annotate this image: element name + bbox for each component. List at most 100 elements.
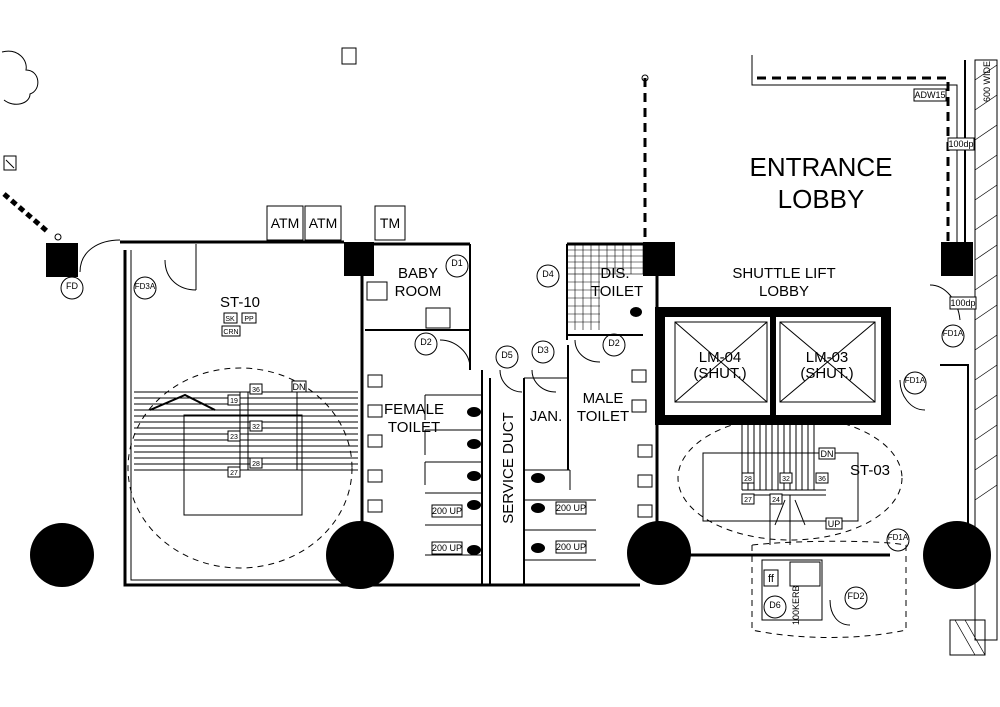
dis-toilet-line2: TOILET [591, 283, 643, 300]
st03-dashed-circle [677, 415, 903, 541]
st03-lower-stair [751, 540, 907, 638]
riser-24: 24 [772, 497, 780, 504]
lift-lm03-note: (SHUT.) [800, 365, 853, 382]
atm-label-2: ATM [309, 215, 338, 231]
door-hinge [641, 74, 649, 82]
riser-27-b: 27 [744, 497, 752, 504]
riser-32-a: 32 [252, 424, 260, 431]
door-tag-d5: D5 [501, 350, 513, 360]
door-tag-d2-right: D2 [608, 338, 620, 348]
st03-door [829, 599, 851, 626]
dp-label-2: 100dp [950, 298, 975, 308]
door-tag-d4: D4 [542, 269, 554, 279]
dp-label-1: 100dp [948, 139, 973, 149]
round-column [30, 523, 94, 587]
baby-room-line2: ROOM [395, 283, 442, 300]
st10-landing [183, 414, 303, 516]
tree-outline [1, 50, 39, 105]
st10-dashed-circle [127, 367, 353, 569]
baby-room-line1: BABY [398, 265, 438, 282]
st03-treads [741, 424, 826, 545]
wall-st10-left [123, 250, 640, 587]
ff-label: ff [768, 573, 775, 585]
male-toilet-line1: MALE [583, 390, 624, 407]
hatch-corner [949, 619, 986, 656]
wall-st10-inner [130, 250, 356, 581]
door-tag-fd: FD [66, 281, 78, 291]
entrance-lobby-line1: ENTRANCE [749, 152, 892, 182]
st03-label: ST-03 [850, 462, 890, 479]
door-tag-fd1a-low: FD1A [888, 533, 909, 542]
riser-36-b: 36 [818, 476, 826, 483]
riser-23: 23 [230, 434, 238, 441]
kerb-label: 100KERB [791, 585, 801, 625]
barrier-arm [2, 192, 50, 234]
male-toilet-line2: TOILET [577, 408, 629, 425]
door-st10 [164, 244, 197, 291]
main-wall-top-left-door [79, 239, 121, 273]
st10-label: ST-10 [220, 294, 260, 311]
dn-label-st03: DN [821, 449, 834, 459]
dis-toilet-line1: DIS. [600, 265, 629, 282]
door-tag-fd2: FD2 [847, 591, 864, 601]
riser-28-a: 28 [252, 461, 260, 468]
wc-icons [467, 307, 642, 555]
dis-toilet-grid [566, 243, 644, 330]
dn-label-st10: DN [293, 382, 306, 392]
shuttle-lift-lobby-line1: SHUTTLE LIFT [732, 265, 835, 282]
round-column [326, 521, 394, 589]
wall-right-lower [940, 364, 969, 525]
round-column [627, 521, 691, 585]
st03-lower-core [789, 561, 821, 587]
janitor-label: JAN. [530, 408, 563, 425]
code-pp: PP [244, 316, 254, 323]
column-square [643, 242, 675, 276]
lift-lm04-name: LM-04 [699, 349, 742, 366]
basins [367, 369, 653, 518]
lift-cars [674, 321, 876, 403]
vanity [425, 307, 451, 329]
shuttle-lift-lobby-line2: LOBBY [759, 283, 809, 300]
atm-label-1: ATM [271, 215, 300, 231]
atm-booths [266, 205, 406, 241]
width-note: 600 WIDE [982, 61, 992, 102]
door-tag-d1: D1 [451, 258, 463, 268]
female-cubicles [424, 394, 482, 556]
hatch-lines [954, 64, 998, 656]
tm-label: TM [380, 215, 400, 231]
male-cubicles [524, 469, 596, 561]
toilet-doors [439, 339, 601, 393]
door-tag-fd3a: FD3A [135, 282, 156, 291]
door-tag-d3: D3 [537, 345, 549, 355]
door-tag-circles [60, 254, 965, 619]
female-toilet-line2: TOILET [388, 419, 440, 436]
riser-19: 19 [230, 398, 238, 405]
door-tag-d2-left: D2 [420, 337, 432, 347]
riser-36-a: 36 [252, 387, 260, 394]
entrance-lobby-line2: LOBBY [778, 184, 865, 214]
st03-landing [702, 452, 859, 522]
st10-arrow [149, 393, 216, 411]
door-tag-d6: D6 [769, 600, 781, 610]
up-label: UP [828, 519, 841, 529]
entrance-thin-wall [751, 55, 958, 242]
entrance-dashed-top [757, 76, 950, 242]
female-toilet-line1: FEMALE [384, 401, 444, 418]
baby-changing [366, 281, 388, 301]
small-sign-icon [3, 155, 17, 171]
column-square [46, 243, 78, 277]
door-right-fd1a [899, 379, 926, 411]
st03-lower-inner [761, 559, 823, 621]
lift-lm03-name: LM-03 [806, 349, 849, 366]
up-200-4: 200 UP [556, 542, 586, 552]
up-200-3: 200 UP [556, 503, 586, 513]
riser-27-a: 27 [230, 470, 238, 477]
sign-slash [5, 159, 15, 169]
door-right-lower [929, 284, 961, 321]
code-sk: SK [225, 316, 235, 323]
small-sign-icon [341, 47, 357, 65]
riser-28-b: 28 [744, 476, 752, 483]
lift-lm04-note: (SHUT.) [693, 365, 746, 382]
door-tag-fd1a-mid: FD1A [905, 376, 926, 385]
